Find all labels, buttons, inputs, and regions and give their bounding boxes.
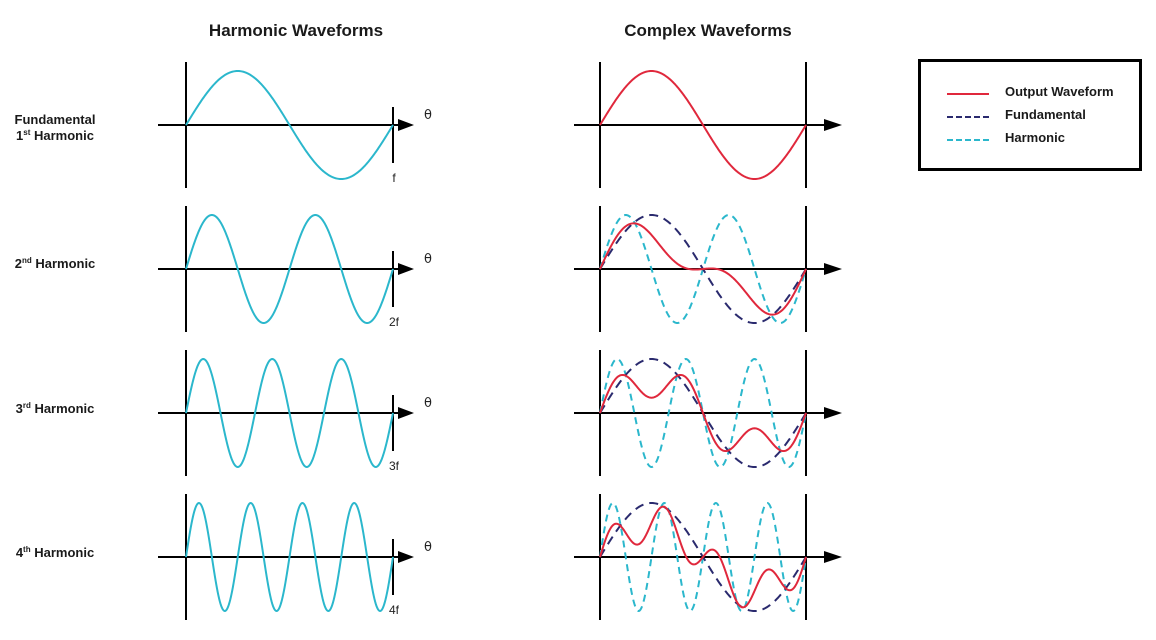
left-axis-arrow-1 — [398, 119, 414, 131]
legend-swatch-output — [947, 93, 989, 95]
left-axis-arrow-2 — [398, 263, 414, 275]
output-wave-2 — [599, 222, 807, 316]
output-wave-3 — [599, 373, 807, 453]
freq-label-3: 3f — [389, 459, 400, 473]
left-axis-arrow-4 — [398, 551, 414, 563]
legend-item-fundamental: Fundamental — [941, 107, 1141, 127]
theta-label-4: θ — [424, 540, 432, 555]
legend-label-harmonic: Harmonic — [1005, 130, 1065, 145]
harmonic-waveforms-heading: Harmonic Waveforms — [208, 21, 384, 40]
row-label-main: Fundamental — [14, 112, 96, 127]
complex-waveforms-heading: Complex Waveforms — [624, 21, 792, 40]
right-axis-arrow-4 — [824, 551, 842, 563]
harmonic-dashed-wave-3 — [599, 357, 807, 469]
row-label-2nd-harmonic: 2nd Harmonic — [14, 256, 96, 271]
legend: Output Waveform Fundamental Harmonic — [918, 59, 1142, 171]
freq-label-2: 2f — [389, 315, 400, 329]
harmonic-wave-2 — [185, 214, 394, 324]
right-axis-arrow-1 — [824, 119, 842, 131]
output-wave-1 — [599, 69, 807, 181]
freq-label-1: f — [392, 171, 396, 185]
legend-swatch-fundamental — [947, 116, 989, 118]
row-label-3rd-harmonic: 3rd Harmonic — [15, 401, 95, 416]
legend-label-fundamental: Fundamental — [1005, 107, 1086, 122]
harmonic-wave-3 — [185, 357, 394, 469]
output-wave-4 — [599, 505, 807, 609]
theta-label-1: θ — [424, 108, 432, 123]
freq-label-4: 4f — [389, 603, 400, 617]
theta-label-3: θ — [424, 396, 432, 411]
legend-label-output: Output Waveform — [1005, 84, 1114, 99]
harmonic-wave-4 — [185, 501, 394, 613]
row-label-4th-harmonic: 4th Harmonic — [15, 545, 95, 560]
left-axis-arrow-3 — [398, 407, 414, 419]
legend-item-harmonic: Harmonic — [941, 130, 1141, 150]
right-axis-arrow-3 — [824, 407, 842, 419]
legend-swatch-harmonic — [947, 139, 989, 141]
theta-label-2: θ — [424, 252, 432, 267]
row-label-line2: 1st Harmonic — [16, 128, 94, 143]
harmonic-wave-1 — [185, 69, 394, 181]
legend-item-output: Output Waveform — [941, 84, 1141, 104]
right-axis-arrow-2 — [824, 263, 842, 275]
row-label-fundamental: Fundamental 1st Harmonic — [0, 112, 110, 144]
